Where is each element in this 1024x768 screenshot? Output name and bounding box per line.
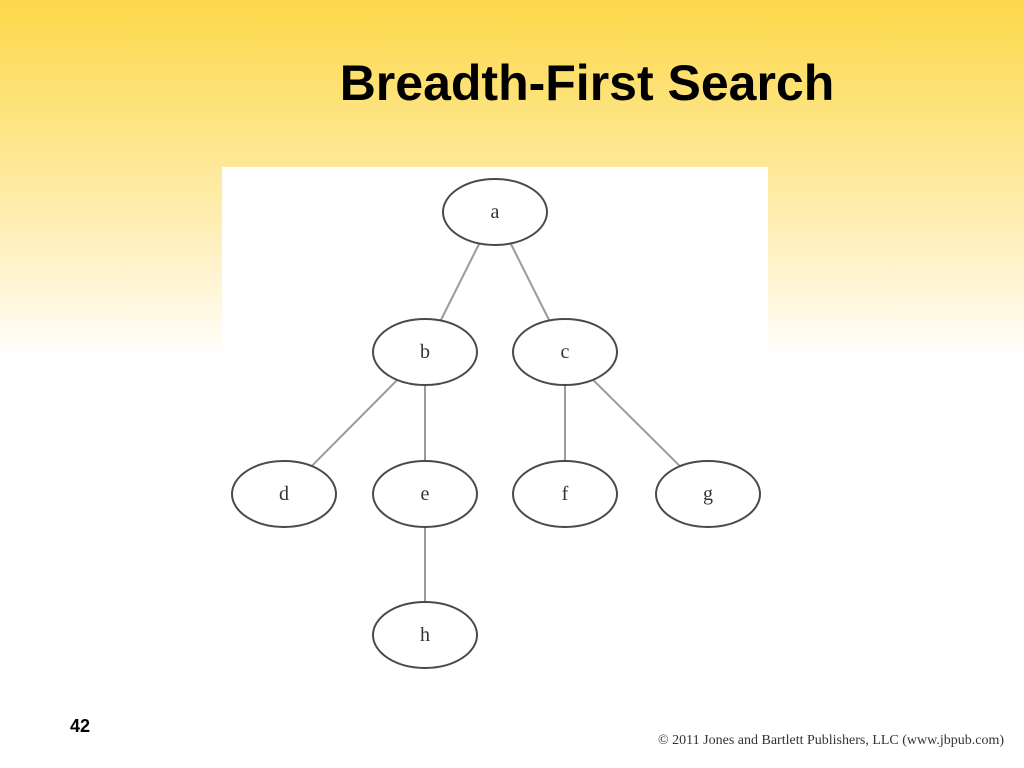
node-label-b: b — [420, 341, 430, 363]
edge-a-c — [509, 243, 551, 321]
node-a: a — [442, 178, 548, 246]
node-f: f — [512, 460, 618, 528]
node-label-h: h — [420, 624, 430, 646]
node-ellipse-h — [372, 601, 478, 669]
edge-b-d — [310, 379, 399, 467]
node-ellipse-c — [512, 318, 618, 386]
node-g: g — [655, 460, 761, 528]
edges-layer — [310, 243, 681, 602]
copyright-notice: © 2011 Jones and Bartlett Publishers, LL… — [658, 733, 1004, 748]
node-ellipse-b — [372, 318, 478, 386]
node-ellipse-e — [372, 460, 478, 528]
node-label-g: g — [703, 483, 713, 505]
node-label-f: f — [562, 483, 569, 505]
bfs-tree-diagram: a b c d e f g h — [231, 178, 761, 669]
node-c: c — [512, 318, 618, 386]
edge-c-g — [592, 379, 681, 467]
node-label-e: e — [421, 483, 430, 505]
node-label-c: c — [561, 341, 570, 363]
node-d: d — [231, 460, 337, 528]
node-h: h — [372, 601, 478, 669]
node-ellipse-g — [655, 460, 761, 528]
node-label-d: d — [279, 483, 289, 505]
diagram-panel — [222, 167, 768, 677]
node-ellipse-f — [512, 460, 618, 528]
nodes-layer: a b c d e f g h — [231, 178, 761, 669]
node-b: b — [372, 318, 478, 386]
node-ellipse-d — [231, 460, 337, 528]
node-ellipse-a — [442, 178, 548, 246]
node-label-a: a — [491, 201, 500, 223]
slide-number: 42 — [70, 716, 91, 736]
slide-title: Breadth-First Search — [339, 55, 835, 111]
node-e: e — [372, 460, 478, 528]
edge-a-b — [439, 243, 481, 321]
